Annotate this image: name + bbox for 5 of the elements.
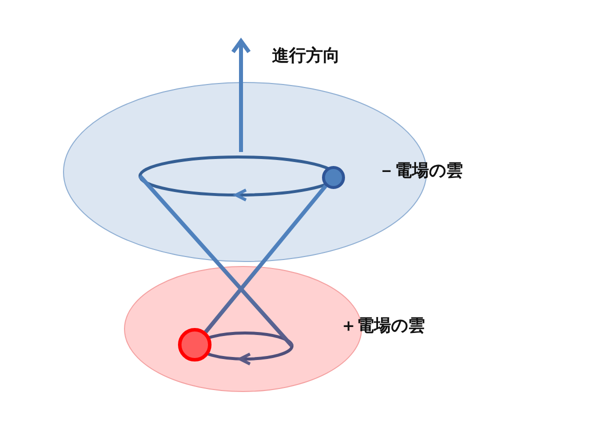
- cloud-label: ＋電場の雲: [340, 315, 425, 337]
- connecting-line: [138, 174, 294, 348]
- connecting-line: [204, 184, 328, 334]
- direction-label: 進行方向: [272, 45, 340, 67]
- cloud-label: －電場の雲: [378, 160, 463, 182]
